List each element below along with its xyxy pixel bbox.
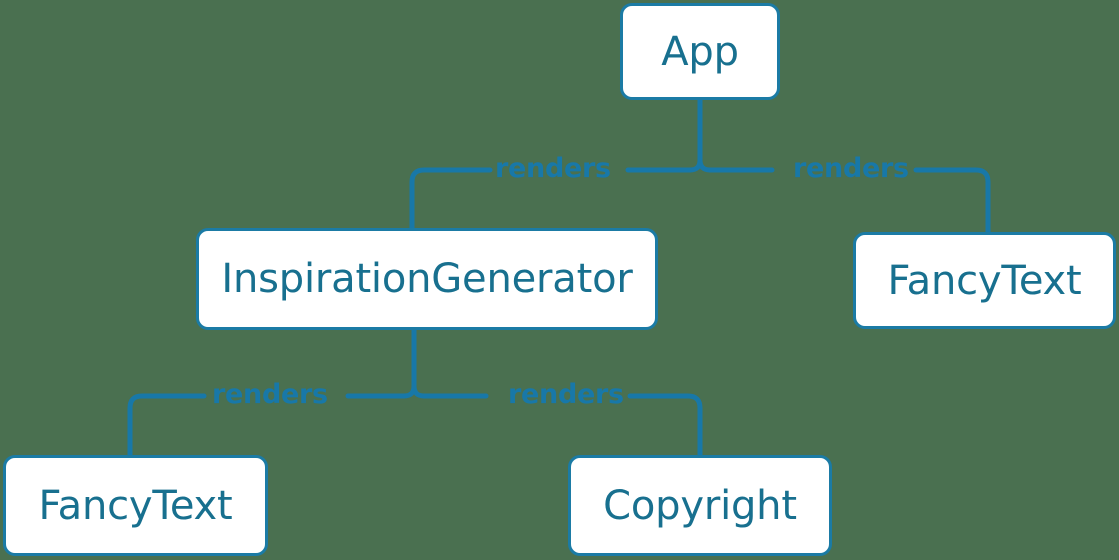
edge-label-app-to-inspiration-generator: renders: [495, 153, 611, 184]
node-app-label: App: [661, 28, 739, 75]
edge-app-stem-left: [687, 157, 703, 173]
edge-inspiration-generator-to-fancytext-bottom-tail: [127, 393, 207, 458]
edge-inspiration-generator-stem-left: [401, 383, 417, 399]
node-copyright-label: Copyright: [603, 482, 797, 529]
node-inspiration-generator[interactable]: InspirationGenerator: [196, 228, 658, 330]
edge-label-inspiration-generator-to-fancytext-bottom: renders: [212, 379, 328, 410]
edge-app-stem: [697, 97, 713, 173]
node-fancytext-right-label: FancyText: [887, 257, 1082, 304]
node-fancytext-bottom[interactable]: FancyText: [3, 455, 268, 556]
edge-app-to-inspiration-generator-tail: [409, 167, 493, 231]
node-fancytext-right[interactable]: FancyText: [853, 232, 1116, 329]
edge-app-to-fancytext-right-tail: [913, 167, 991, 235]
node-copyright[interactable]: Copyright: [568, 455, 832, 556]
node-inspiration-generator-label: InspirationGenerator: [221, 256, 633, 302]
edge-inspiration-generator-stem: [411, 327, 427, 399]
edge-label-app-to-fancytext-right: renders: [793, 153, 909, 184]
edge-label-inspiration-generator-to-copyright: renders: [508, 379, 624, 410]
edge-inspiration-generator-to-copyright-tail: [627, 393, 703, 458]
node-app[interactable]: App: [620, 3, 780, 100]
node-fancytext-bottom-label: FancyText: [38, 482, 233, 529]
